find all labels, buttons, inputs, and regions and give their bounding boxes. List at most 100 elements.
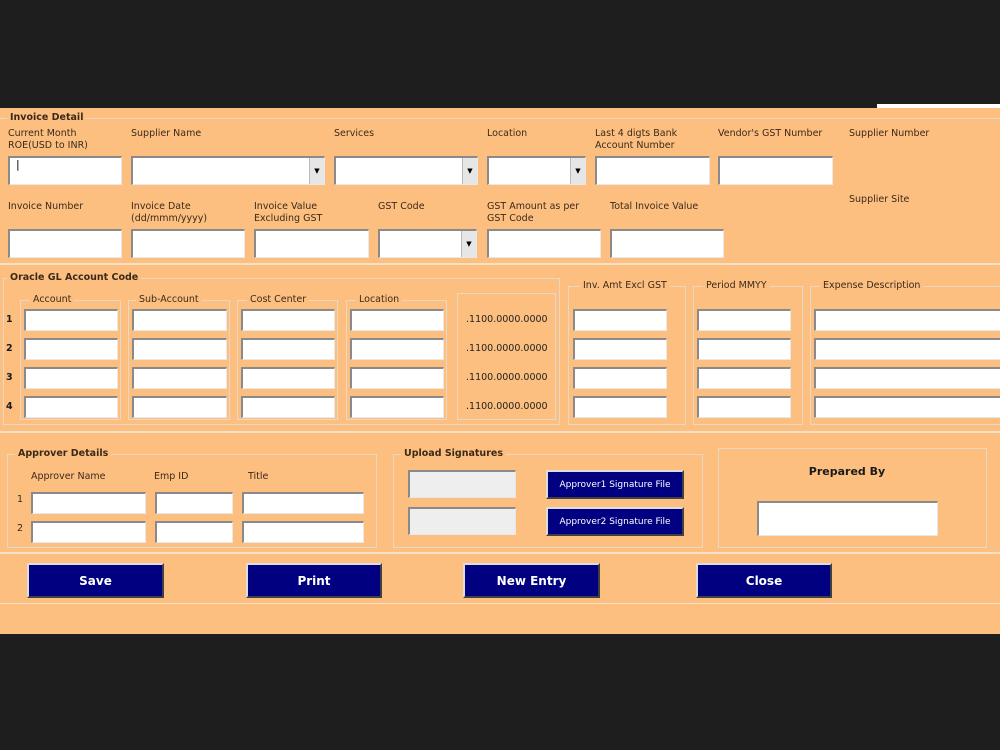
title-input[interactable] [242,492,364,514]
emp-id-label: Emp ID [154,471,189,482]
services-select[interactable]: ▼ [334,156,478,185]
inv-amt-input[interactable] [573,367,667,389]
close-button[interactable]: Close [696,563,832,598]
vendor-gst-input[interactable] [718,156,833,185]
emp-id-input[interactable] [155,492,233,514]
invoice-date-input[interactable] [131,229,245,258]
row-number: 1 [6,314,13,325]
divider [0,431,1000,433]
prepared-by-input[interactable] [757,501,938,536]
invoice-number-input[interactable] [8,229,122,258]
approver-name-label: Approver Name [31,471,106,482]
upload-frame [393,454,703,548]
supplier-site-label: Supplier Site [849,194,910,205]
emp-id-input[interactable] [155,521,233,543]
gst-code-select[interactable]: ▼ [378,229,477,258]
vendor-gst-label: Vendor's GST Number [718,128,823,139]
chevron-down-icon[interactable]: ▼ [570,158,585,184]
top-strip [877,104,1000,110]
new-entry-button[interactable]: New Entry [463,563,600,598]
chevron-down-icon[interactable]: ▼ [461,231,476,257]
divider [0,552,1000,554]
location-select[interactable]: ▼ [487,156,586,185]
gl-location-input[interactable] [350,338,444,360]
account-input[interactable] [24,309,118,331]
gl-title: Oracle GL Account Code [7,272,142,283]
invoice-detail-title: Invoice Detail [7,112,87,123]
sub-account-input[interactable] [132,309,227,331]
approver1-signature-button[interactable]: Approver1 Signature File [546,470,684,499]
chevron-down-icon[interactable]: ▼ [462,158,477,184]
period-label: Period MMYY [703,280,770,291]
inv-amt-input[interactable] [573,309,667,331]
gl-code: .1100.0000.0000 [466,372,548,383]
account-input[interactable] [24,396,118,418]
approver-title: Approver Details [15,448,112,459]
invoice-form: Invoice Detail Current Month ROE(USD to … [0,108,1000,634]
approver-frame [7,454,377,548]
expense-input[interactable] [814,367,1000,389]
divider [0,118,1000,119]
approver2-signature-button[interactable]: Approver2 Signature File [546,507,684,536]
approver-name-input[interactable] [31,492,146,514]
row-number: 4 [6,401,13,412]
period-input[interactable] [697,309,791,331]
roe-label: Current Month ROE(USD to INR) [8,128,88,151]
location-label: Location [487,128,528,139]
title-label: Title [248,471,269,482]
invoice-value-input[interactable] [254,229,369,258]
account-input[interactable] [24,367,118,389]
gl-code: .1100.0000.0000 [466,343,548,354]
divider [0,603,1000,604]
inv-amt-label: Inv. Amt Excl GST [580,280,670,291]
period-input[interactable] [697,338,791,360]
gst-amount-input[interactable] [487,229,601,258]
period-input[interactable] [697,396,791,418]
row-number: 1 [17,494,24,505]
bank-input[interactable] [595,156,710,185]
cost-center-input[interactable] [241,367,335,389]
period-input[interactable] [697,367,791,389]
inv-amt-input[interactable] [573,338,667,360]
gl-location-input[interactable] [350,367,444,389]
expense-input[interactable] [814,309,1000,331]
inv-amt-input[interactable] [573,396,667,418]
expense-input[interactable] [814,338,1000,360]
signature2-path [408,507,516,535]
account-label: Account [30,294,75,305]
total-value-input[interactable] [610,229,724,258]
roe-input[interactable]: | [8,156,122,185]
row-number: 2 [6,343,13,354]
account-input[interactable] [24,338,118,360]
gl-location-input[interactable] [350,309,444,331]
supplier-name-label: Supplier Name [131,128,202,139]
save-button[interactable]: Save [27,563,164,598]
gst-amount-label: GST Amount as per GST Code [487,201,580,224]
expense-label: Expense Description [820,280,924,291]
row-number: 2 [17,523,24,534]
gl-code: .1100.0000.0000 [466,314,548,325]
cost-center-input[interactable] [241,396,335,418]
code-frame [457,293,556,420]
sub-account-label: Sub-Account [136,294,202,305]
gst-code-label: GST Code [378,201,425,212]
sub-account-input[interactable] [132,338,227,360]
gl-location-input[interactable] [350,396,444,418]
cost-center-input[interactable] [241,338,335,360]
invoice-date-label: Invoice Date (dd/mmm/yyyy) [131,201,208,224]
cost-center-input[interactable] [241,309,335,331]
sub-account-input[interactable] [132,367,227,389]
bank-label: Last 4 digts Bank Account Number [595,128,678,151]
gl-location-label: Location [356,294,403,305]
prepared-by-label: Prepared By [808,465,886,478]
title-input[interactable] [242,521,364,543]
expense-input[interactable] [814,396,1000,418]
sub-account-input[interactable] [132,396,227,418]
prepared-frame [718,448,987,548]
invoice-number-label: Invoice Number [8,201,84,212]
print-button[interactable]: Print [246,563,382,598]
gl-frame [3,278,560,425]
approver-name-input[interactable] [31,521,146,543]
supplier-name-select[interactable]: ▼ [131,156,325,185]
chevron-down-icon[interactable]: ▼ [309,158,324,184]
